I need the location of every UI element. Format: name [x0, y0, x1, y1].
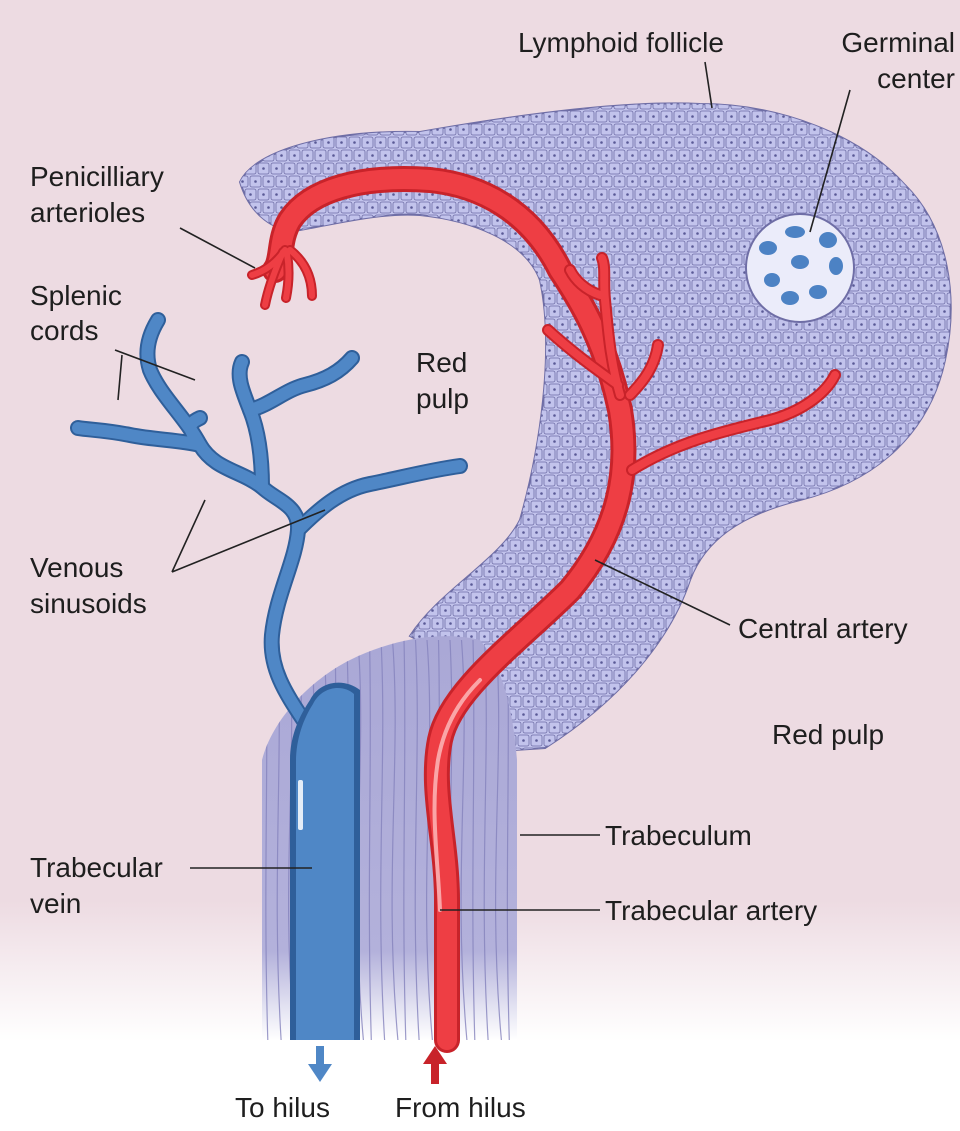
label-penicilliary-line1: Penicilliary [30, 161, 164, 192]
label-red-pulp-inner-line1: Red [416, 347, 467, 378]
label-splenic-cords-line2: cords [30, 315, 98, 346]
label-germinal-center-line2: center [877, 63, 955, 94]
label-central-artery: Central artery [738, 613, 908, 644]
germinal-cell [759, 241, 777, 255]
label-trabecular-artery: Trabecular artery [605, 895, 817, 926]
label-trabecular-vein-line2: vein [30, 888, 81, 919]
germinal-cell [764, 273, 780, 287]
label-trabecular-vein-line1: Trabecular [30, 852, 163, 883]
label-lymphoid-follicle: Lymphoid follicle [518, 27, 724, 58]
label-venous-sinusoids-line2: sinusoids [30, 588, 147, 619]
germinal-cell [819, 232, 837, 248]
trabecular-vein [290, 683, 360, 1040]
germinal-center [746, 214, 854, 322]
label-venous-sinusoids-line1: Venous [30, 552, 123, 583]
label-red-pulp-inner-line2: pulp [416, 383, 469, 414]
label-penicilliary-line2: arterioles [30, 197, 145, 228]
germinal-cell [809, 285, 827, 299]
label-from-hilus: From hilus [395, 1092, 526, 1123]
germinal-cell [785, 226, 805, 238]
label-to-hilus: To hilus [235, 1092, 330, 1123]
germinal-cell [829, 257, 843, 275]
label-germinal-center-line1: Germinal [841, 27, 955, 58]
vein-highlight [298, 780, 303, 830]
germinal-cell [781, 291, 799, 305]
germinal-cell [791, 255, 809, 269]
label-red-pulp-outer: Red pulp [772, 719, 884, 750]
label-trabeculum: Trabeculum [605, 820, 752, 851]
label-splenic-cords-line1: Splenic [30, 280, 122, 311]
